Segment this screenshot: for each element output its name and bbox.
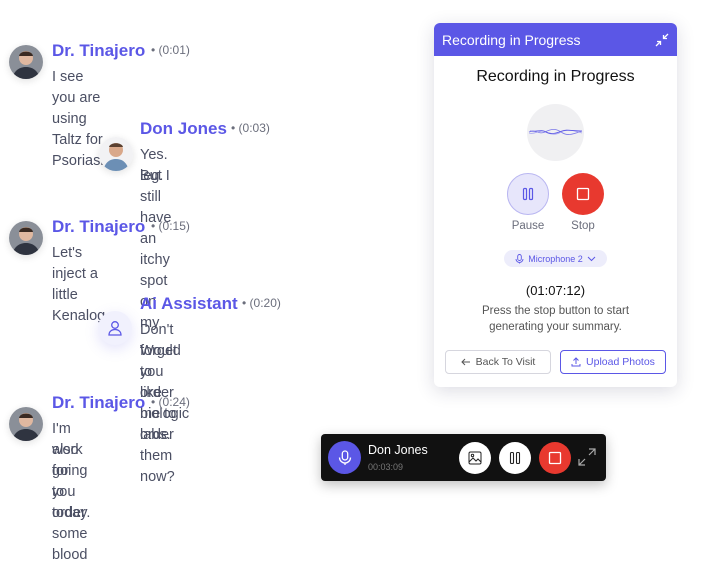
- timestamp: (0:24): [158, 395, 190, 409]
- speaker-name: Dr. Tinajero: [52, 217, 146, 236]
- timestamp: (0:01): [158, 43, 190, 57]
- avatar: [9, 221, 43, 255]
- separator-dot: •: [151, 43, 156, 57]
- stop-icon: [576, 187, 590, 201]
- message-time: • (0:01): [151, 43, 190, 57]
- stop-hint-text: Press the stop button to start generatin…: [481, 305, 630, 333]
- message-time: • (0:15): [151, 219, 190, 233]
- separator-dot: •: [242, 296, 247, 310]
- pause-icon: [509, 451, 521, 465]
- waveform-icon: [528, 128, 583, 135]
- stop-icon: [548, 451, 562, 465]
- image-icon: [468, 451, 482, 465]
- message-text-line-1: Don't forget to order biologic labs.: [140, 322, 190, 443]
- mini-elapsed-time: 00:03:09: [368, 462, 404, 472]
- mini-microphone-button[interactable]: [328, 441, 361, 474]
- waveform-display: [527, 104, 584, 161]
- back-to-visit-button[interactable]: Back To Visit: [445, 350, 551, 374]
- message-text: I see you are using Taltz for Psoriasis: [52, 69, 111, 169]
- mini-pause-button[interactable]: [499, 442, 531, 474]
- pause-icon: [522, 187, 534, 201]
- separator-dot: •: [231, 121, 236, 135]
- avatar: [9, 45, 43, 79]
- mini-stop-button[interactable]: [539, 442, 571, 474]
- upload-photos-label: Upload Photos: [586, 356, 655, 368]
- pause-label: Pause: [511, 220, 545, 232]
- speaker-name: Dr. Tinajero: [52, 393, 146, 412]
- user-icon: [108, 321, 122, 336]
- message-text-line-2: leg.: [140, 168, 164, 184]
- timestamp: (0:15): [158, 219, 190, 233]
- speaker-name: Ai Assistant: [140, 294, 238, 313]
- microphone-select[interactable]: Microphone 2: [504, 250, 607, 267]
- separator-dot: •: [151, 219, 156, 233]
- message-text-line-2: work for you today.: [52, 442, 91, 521]
- arrow-left-icon: [460, 358, 470, 366]
- stop-label: Stop: [571, 220, 595, 232]
- mini-photo-button[interactable]: [459, 442, 491, 474]
- recording-panel: Recording in Progress Recording in Progr…: [434, 23, 677, 387]
- recording-timer: (01:07:12): [525, 283, 586, 298]
- message-text-line-1: Yes. But I still have an itchy spot on m…: [140, 147, 172, 331]
- microphone-select-value: Microphone 2: [528, 253, 583, 264]
- microphone-icon: [338, 449, 351, 465]
- avatar: [98, 311, 132, 345]
- message-time: • (0:24): [151, 395, 190, 409]
- separator-dot: •: [151, 395, 156, 409]
- recording-panel-header: Recording in Progress: [434, 23, 677, 56]
- message-text: Let's inject a little Kenalog.: [52, 245, 110, 324]
- speaker-name: Dr. Tinajero: [52, 41, 146, 60]
- message-text-line-2: Would you like me to order them now?: [140, 343, 181, 485]
- recording-title: Recording in Progress: [476, 68, 635, 85]
- mini-patient-name: Don Jones: [368, 443, 428, 457]
- avatar: [9, 407, 43, 441]
- upload-icon: [571, 357, 581, 367]
- collapse-icon[interactable]: [655, 33, 669, 47]
- pause-button[interactable]: [507, 173, 549, 215]
- timestamp: (0:03): [238, 121, 270, 135]
- message-time: • (0:20): [242, 296, 281, 310]
- mini-recording-bar: Don Jones 00:03:09: [321, 434, 606, 481]
- expand-icon[interactable]: [578, 448, 596, 466]
- speaker-name: Don Jones: [140, 119, 227, 138]
- timestamp: (0:20): [249, 296, 281, 310]
- back-to-visit-label: Back To Visit: [475, 356, 536, 368]
- stop-button[interactable]: [562, 173, 604, 215]
- message-time: • (0:03): [231, 121, 270, 135]
- recording-panel-header-title: Recording in Progress: [442, 31, 581, 48]
- upload-photos-button[interactable]: Upload Photos: [560, 350, 666, 374]
- avatar: [99, 137, 133, 171]
- chevron-down-icon: [587, 256, 596, 261]
- microphone-icon: [515, 253, 524, 263]
